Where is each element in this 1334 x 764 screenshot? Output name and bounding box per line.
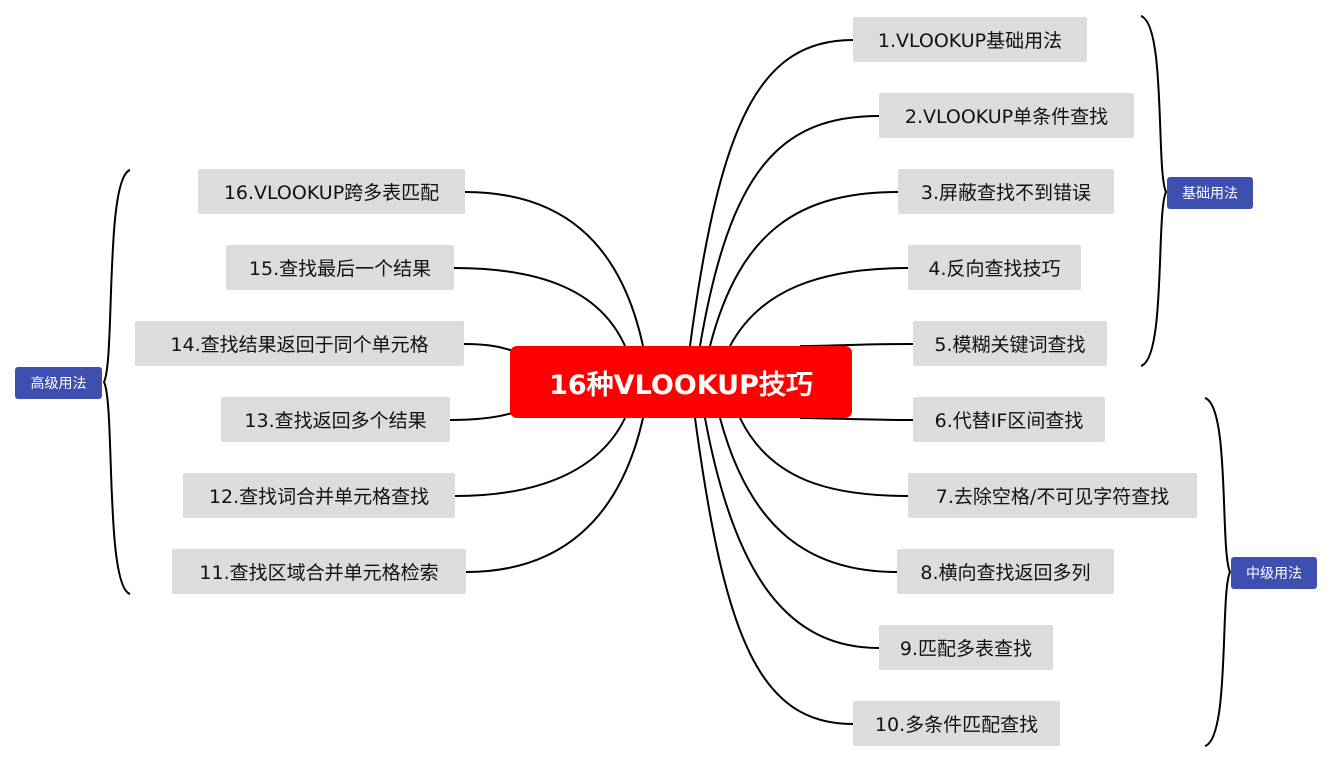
- link-node-11: [465, 417, 644, 573]
- link-node-6: [799, 417, 914, 421]
- node-12[interactable]: 12.查找词合并单元格查找: [183, 473, 455, 518]
- central-topic[interactable]: 16种VLOOKUP技巧: [510, 346, 852, 418]
- bracket-basic: [1140, 15, 1168, 367]
- link-node-4: [729, 267, 909, 347]
- node-15[interactable]: 15.查找最后一个结果: [226, 245, 454, 290]
- link-node-8: [719, 417, 898, 573]
- node-7[interactable]: 7.去除空格/不可见字符查找: [908, 473, 1197, 518]
- node-8[interactable]: 8.横向查找返回多列: [897, 549, 1114, 594]
- node-6[interactable]: 6.代替IF区间查找: [913, 397, 1105, 442]
- bracket-intermediate: [1204, 397, 1232, 747]
- link-node-7: [739, 417, 909, 497]
- link-node-3: [709, 191, 899, 347]
- node-10[interactable]: 10.多条件匹配查找: [853, 701, 1060, 746]
- group-label-advanced[interactable]: 高级用法: [15, 367, 102, 399]
- node-3[interactable]: 3.屏蔽查找不到错误: [898, 169, 1114, 214]
- link-node-1: [689, 39, 854, 347]
- link-node-10: [694, 417, 854, 725]
- node-4[interactable]: 4.反向查找技巧: [908, 245, 1081, 290]
- node-9[interactable]: 9.匹配多表查找: [879, 625, 1053, 670]
- node-13[interactable]: 13.查找返回多个结果: [221, 397, 450, 442]
- group-label-basic[interactable]: 基础用法: [1167, 177, 1253, 209]
- link-node-9: [704, 417, 880, 649]
- node-1[interactable]: 1.VLOOKUP基础用法: [853, 17, 1087, 62]
- link-node-12: [454, 417, 626, 497]
- node-11[interactable]: 11.查找区域合并单元格检索: [172, 549, 466, 594]
- link-node-2: [699, 115, 880, 347]
- node-16[interactable]: 16.VLOOKUP跨多表匹配: [198, 169, 465, 214]
- node-5[interactable]: 5.模糊关键词查找: [913, 321, 1107, 366]
- link-node-5: [799, 343, 914, 347]
- group-label-intermediate[interactable]: 中级用法: [1231, 557, 1317, 589]
- bracket-advanced: [102, 169, 131, 595]
- node-14[interactable]: 14.查找结果返回于同个单元格: [135, 321, 464, 366]
- link-node-16: [464, 191, 644, 347]
- link-node-15: [453, 267, 626, 347]
- node-2[interactable]: 2.VLOOKUP单条件查找: [879, 93, 1134, 138]
